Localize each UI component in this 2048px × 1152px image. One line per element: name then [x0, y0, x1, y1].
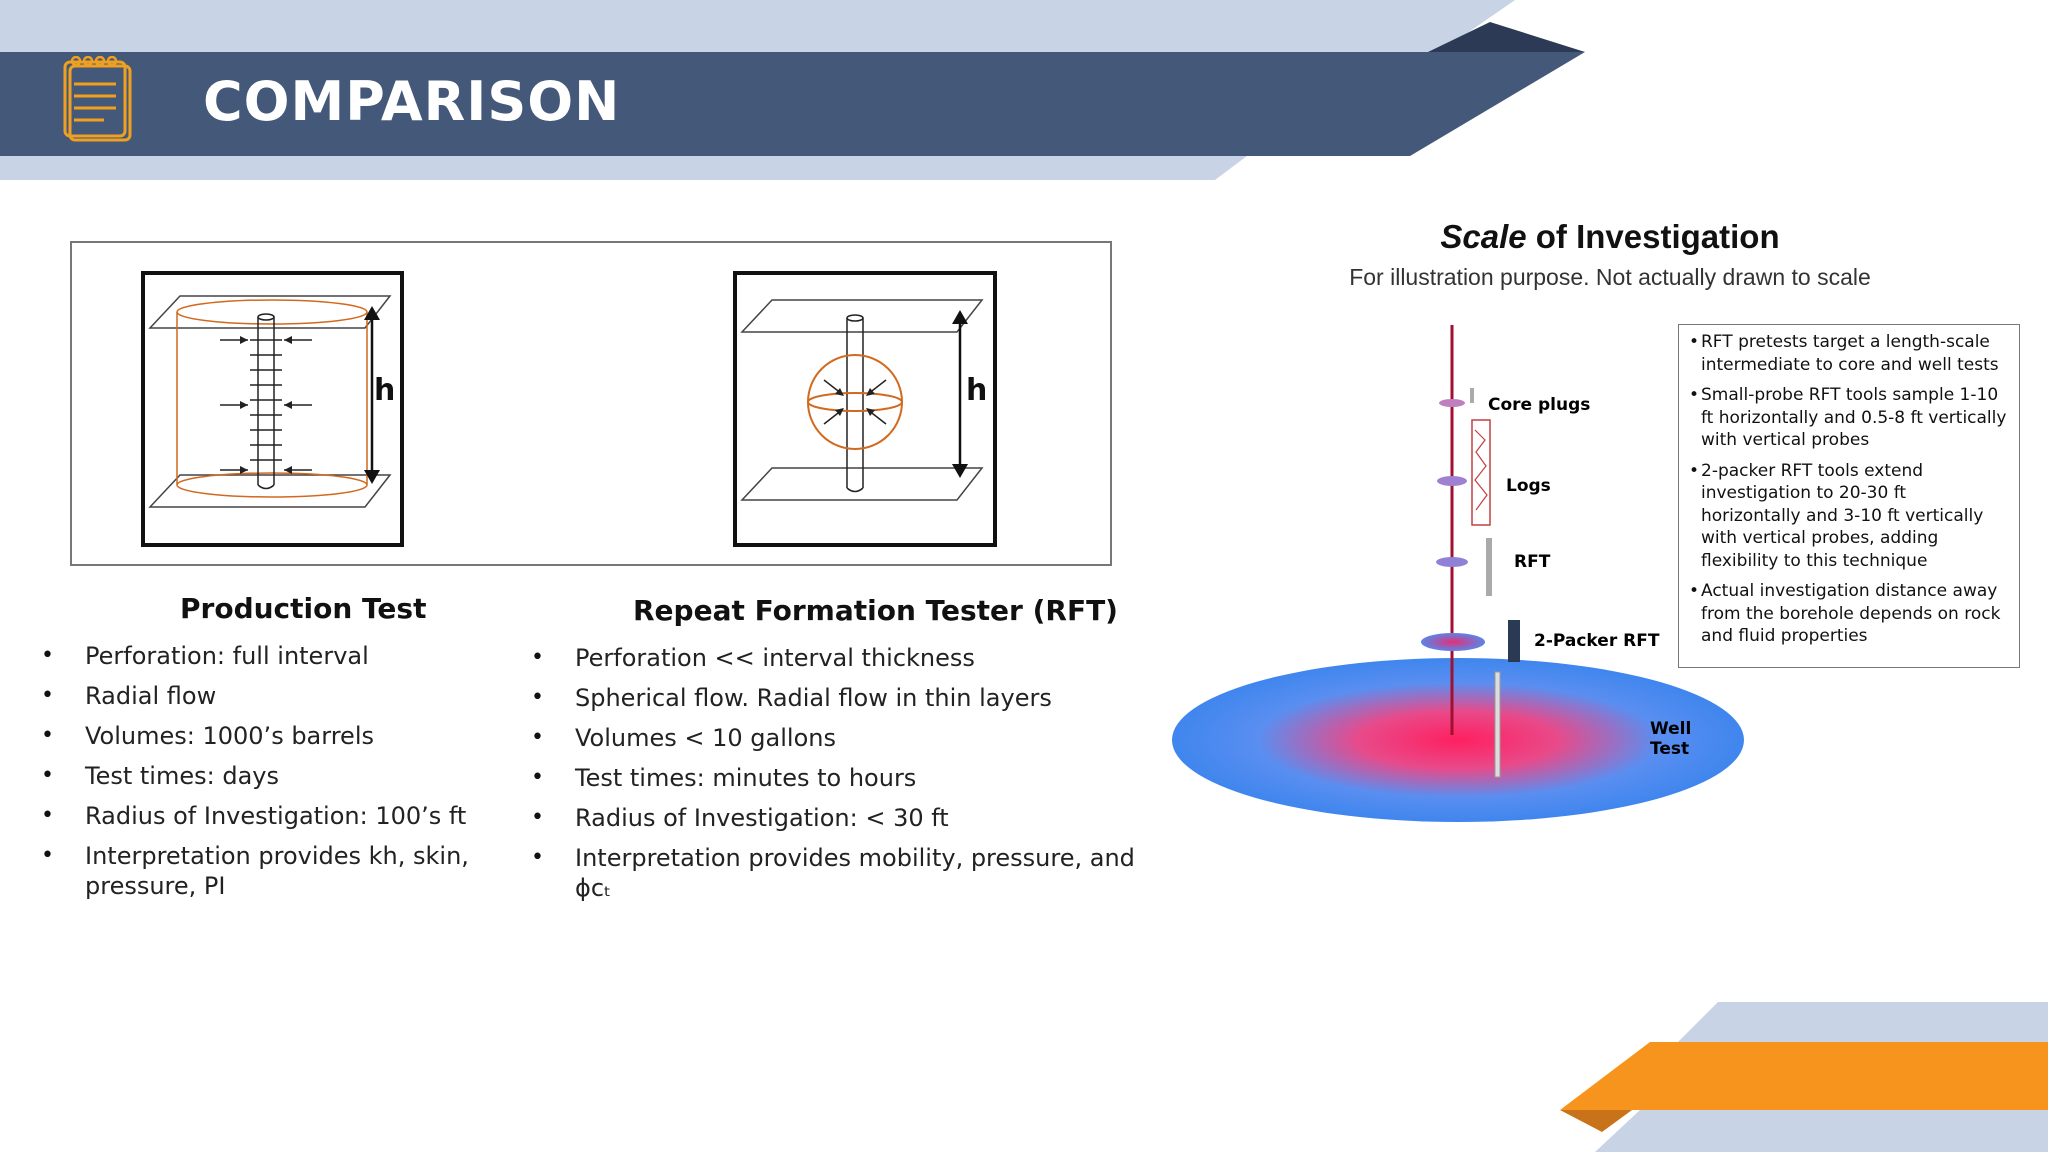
production-test-list: Perforation: full interval Radial flow V…	[41, 641, 481, 911]
list-item: Radial flow	[41, 681, 481, 711]
list-item: 2-packer RFT tools extend investigation …	[1689, 460, 2009, 573]
label-logs: Logs	[1506, 476, 1551, 496]
notepad-icon	[63, 56, 132, 142]
scale-subtitle: For illustration purpose. Not actually d…	[1349, 264, 1871, 290]
production-test-diagram: h	[141, 271, 404, 547]
production-test-heading: Production Test	[180, 592, 427, 625]
rft-diagram: h	[733, 271, 997, 547]
list-item: Spherical flow. Radial flow in thin laye…	[531, 683, 1171, 713]
slide-title: COMPARISON	[203, 70, 621, 133]
list-item: Radius of Investigation: < 30 ft	[531, 803, 1171, 833]
list-item: Radius of Investigation: 100’s ft	[41, 801, 481, 831]
list-item: Volumes < 10 gallons	[531, 723, 1171, 753]
scale-title-italic: Scale	[1440, 218, 1527, 255]
scale-title: Scale of Investigation	[1180, 218, 2040, 256]
list-item: Perforation: full interval	[41, 641, 481, 671]
list-item: Small-probe RFT tools sample 1-10 ft hor…	[1689, 384, 2009, 452]
list-item: RFT pretests target a length-scale inter…	[1689, 331, 2009, 376]
label-test: Test	[1650, 739, 1689, 759]
production-height-label: h	[374, 373, 395, 408]
top-banner	[0, 0, 1585, 180]
rft-height-label: h	[966, 373, 987, 408]
list-item: Interpretation provides mobility, pressu…	[531, 843, 1171, 903]
rft-list: Perforation << interval thickness Spheri…	[531, 643, 1171, 913]
scale-title-rest: of Investigation	[1526, 218, 1780, 255]
well-test-disk	[1172, 658, 1744, 822]
list-item: Volumes: 1000’s barrels	[41, 721, 481, 751]
label-well: Well	[1650, 719, 1691, 739]
label-rft: RFT	[1514, 552, 1551, 572]
list-item: Test times: minutes to hours	[531, 763, 1171, 793]
list-item: Perforation << interval thickness	[531, 643, 1171, 673]
bottom-banner	[1560, 1002, 2048, 1152]
list-item: Test times: days	[41, 761, 481, 791]
label-2-packer-rft: 2-Packer RFT	[1534, 631, 1660, 651]
scale-notes-box: RFT pretests target a length-scale inter…	[1678, 324, 2020, 668]
list-item: Interpretation provides kh, skin, pressu…	[41, 841, 481, 901]
label-core-plugs: Core plugs	[1488, 395, 1590, 415]
scale-illustration: Core plugs Logs RFT 2-Packer RFT Well Te…	[1172, 325, 1744, 822]
list-item: Actual investigation distance away from …	[1689, 580, 2009, 648]
rft-heading: Repeat Formation Tester (RFT)	[633, 594, 1118, 627]
